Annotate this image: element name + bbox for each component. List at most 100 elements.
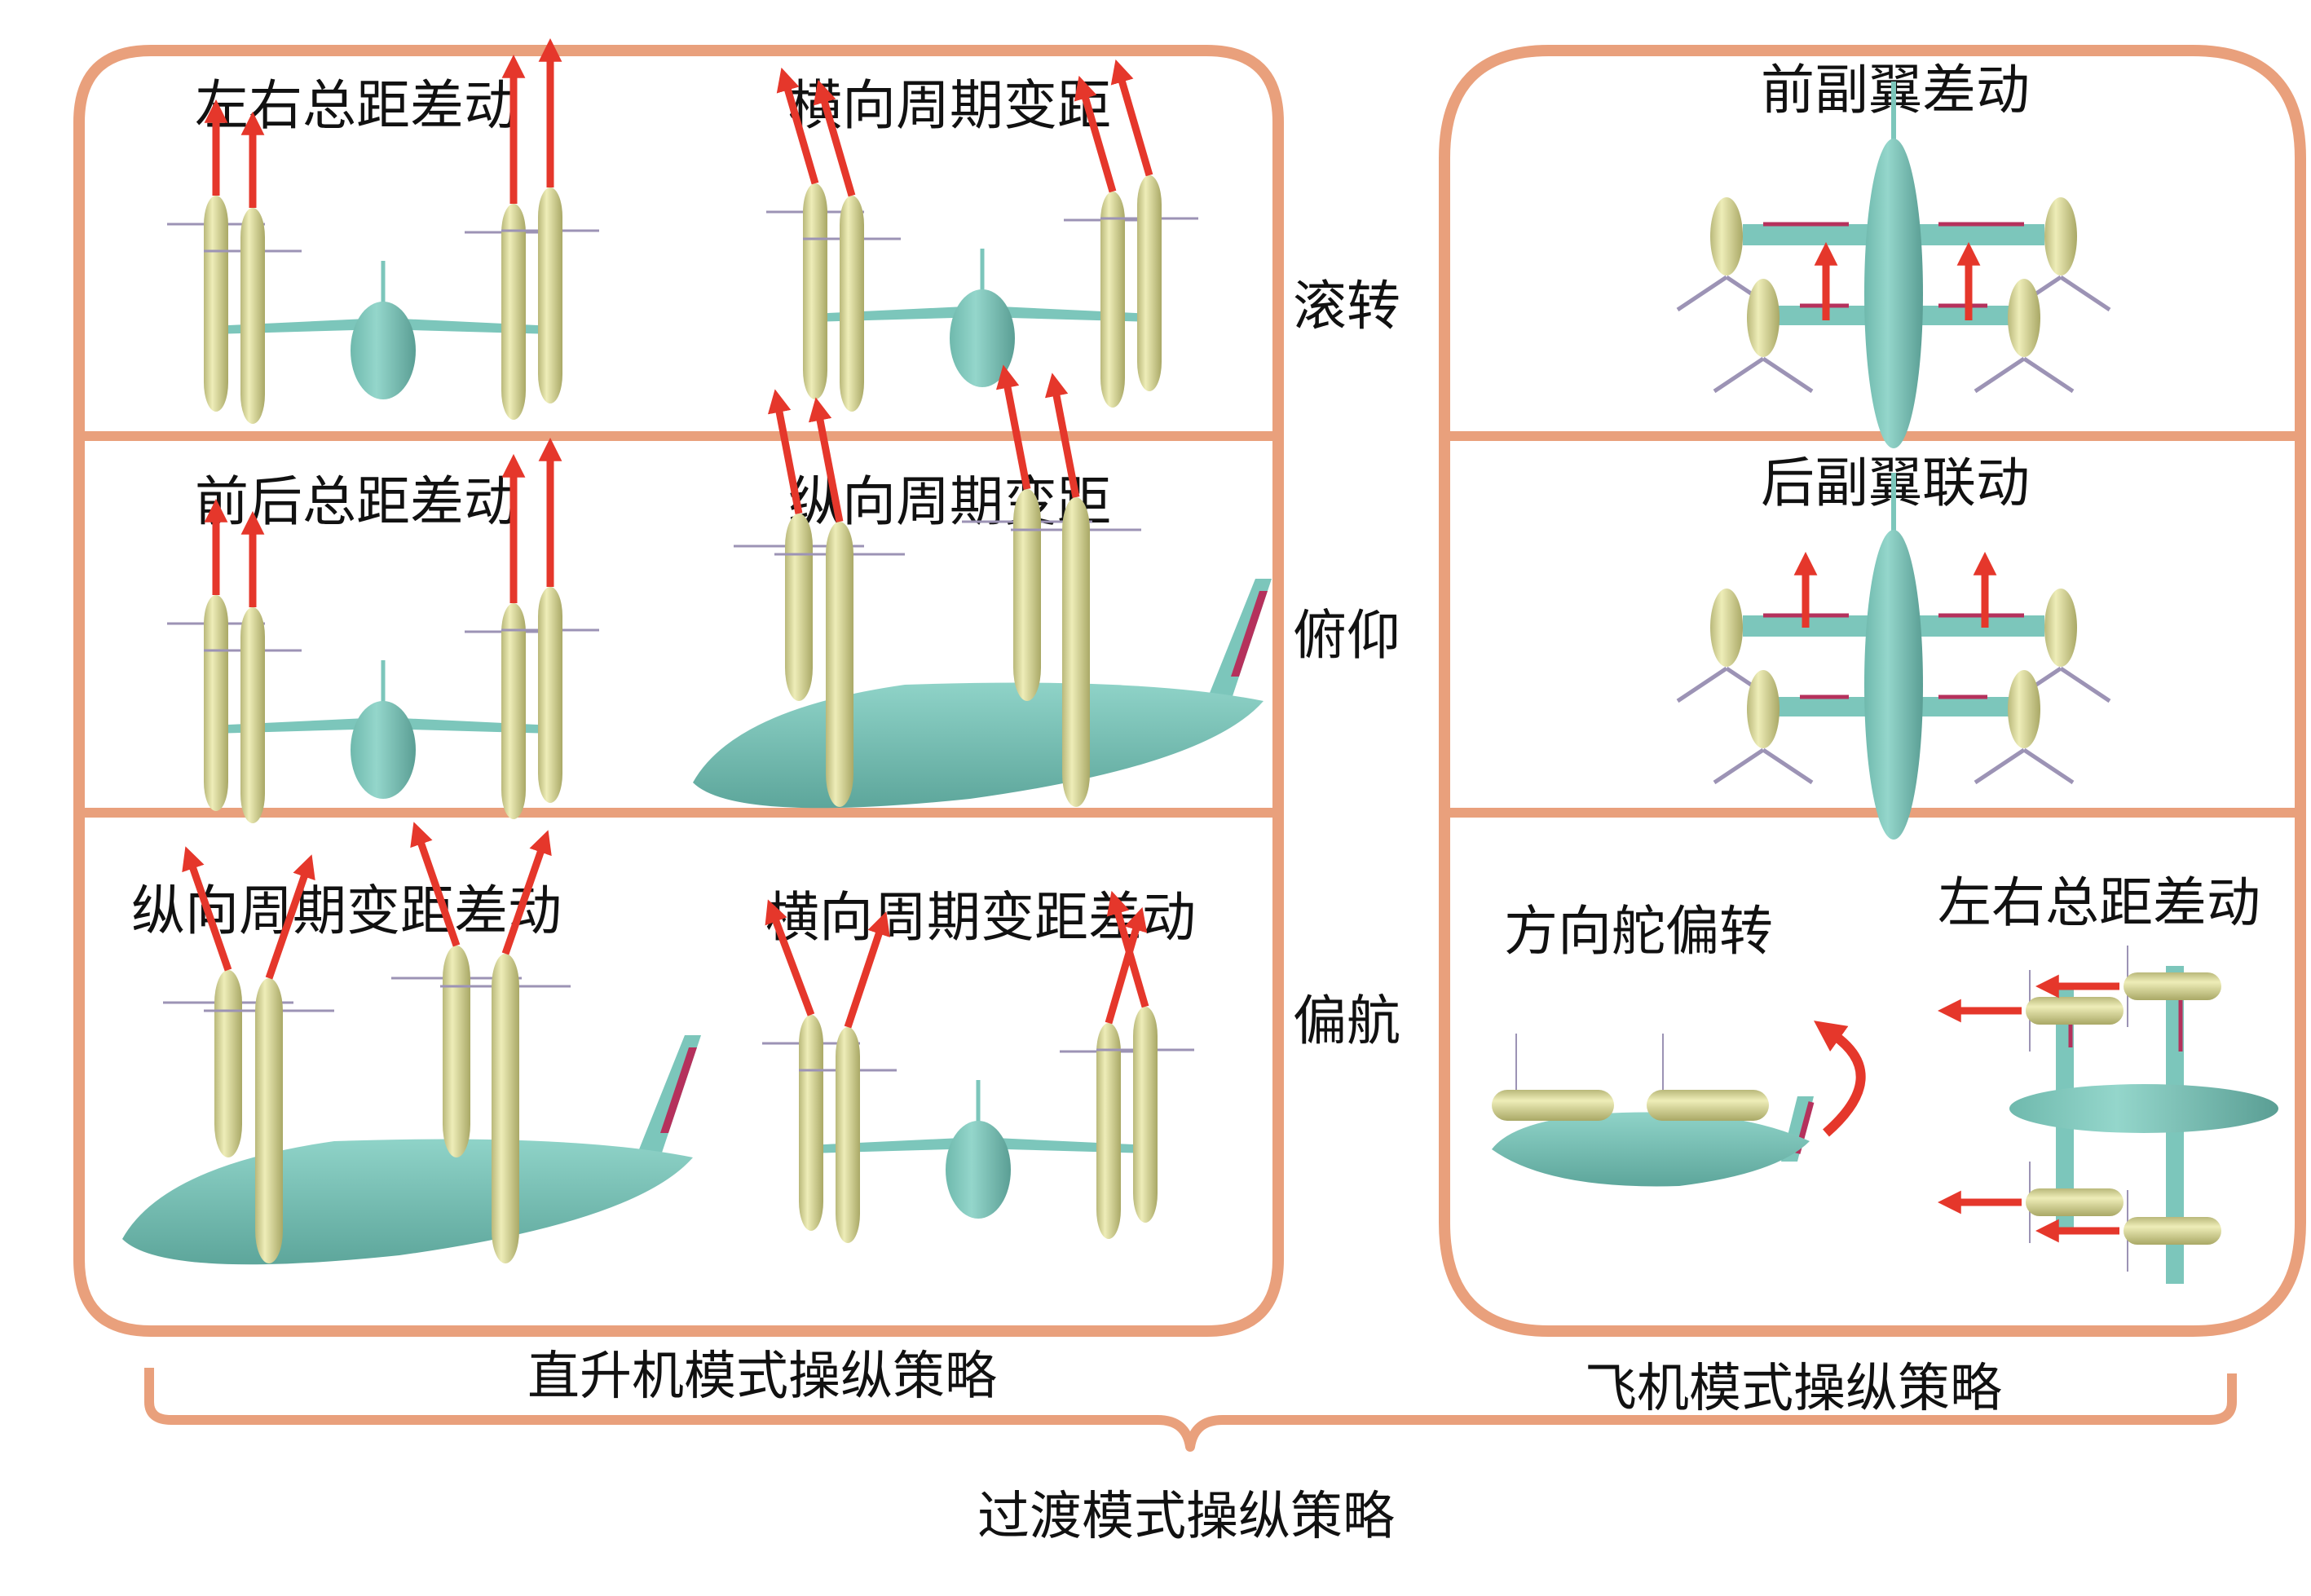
nacelle bbox=[240, 607, 265, 823]
airplane-mode-label: 飞机模式操纵策略 bbox=[1585, 1359, 2002, 1419]
nacelle bbox=[785, 514, 813, 701]
nacelle bbox=[1137, 175, 1162, 391]
caption-rudder-deflection: 方向舵偏转 bbox=[1504, 900, 1773, 963]
rotor-blade bbox=[1713, 356, 1765, 394]
nacelle bbox=[1747, 279, 1780, 357]
fuselage bbox=[2009, 1084, 2278, 1133]
illustration-side-view-longitudinal-cyclic-diff bbox=[122, 822, 701, 1265]
fuselage bbox=[122, 1139, 693, 1265]
thrust-arrow bbox=[1044, 373, 1080, 498]
nacelle bbox=[538, 587, 562, 803]
illustration-top-view-thrust-diff bbox=[1937, 946, 2278, 1284]
illustration-top-view-front-aileron bbox=[1676, 82, 2111, 448]
nacelle bbox=[2026, 997, 2124, 1025]
nacelle bbox=[1133, 1007, 1158, 1223]
nacelle bbox=[255, 978, 283, 1263]
thrust-arrow bbox=[1110, 59, 1153, 177]
rudder bbox=[1231, 591, 1268, 677]
nacelle bbox=[204, 196, 228, 412]
nacelle bbox=[1100, 192, 1125, 408]
nacelle bbox=[826, 522, 853, 807]
nacelle bbox=[1492, 1090, 1614, 1121]
rotor-blade bbox=[1974, 747, 2026, 785]
nacelle bbox=[1096, 1023, 1121, 1239]
caption-lateral-cyclic: 横向周期变距 bbox=[788, 74, 1111, 137]
rotor-blade bbox=[1762, 356, 1814, 394]
illustration-side-view-longitudinal-cyclic bbox=[693, 364, 1272, 809]
nacelle bbox=[1013, 489, 1041, 701]
thrust-arrow bbox=[1106, 890, 1149, 1008]
nacelle bbox=[1710, 197, 1743, 276]
nacelle bbox=[840, 196, 864, 412]
fuselage bbox=[950, 289, 1015, 387]
rotor-blade bbox=[1974, 356, 2026, 394]
nacelle bbox=[2008, 279, 2040, 357]
illustration-front-view-lateral-cyclic-diff bbox=[762, 890, 1194, 1243]
helicopter-mode-label: 直升机模式操纵策略 bbox=[527, 1347, 997, 1407]
thrust-arrow bbox=[995, 364, 1031, 490]
illustration-front-view-collective-diff bbox=[167, 37, 599, 424]
transition-bracket bbox=[144, 1368, 2237, 1452]
nacelle bbox=[2044, 197, 2077, 276]
fuselage bbox=[1864, 530, 1923, 840]
nacelle bbox=[2124, 972, 2221, 1000]
thrust-arrow bbox=[265, 854, 315, 980]
nacelle bbox=[214, 970, 242, 1157]
helicopter-mode-frame bbox=[73, 45, 1284, 1337]
thrust-arrow bbox=[182, 846, 232, 972]
nacelle bbox=[204, 595, 228, 811]
nacelle bbox=[2008, 670, 2040, 748]
rotor-blade bbox=[2022, 356, 2075, 394]
thrust-arrow bbox=[808, 397, 844, 522]
nacelle bbox=[803, 183, 827, 399]
illustration-side-view-rudder bbox=[1492, 1021, 1866, 1187]
nacelle bbox=[836, 1027, 860, 1243]
nacelle bbox=[240, 208, 265, 424]
rotor-blade bbox=[1676, 275, 1728, 312]
airplane-mode-frame bbox=[1439, 45, 2306, 1337]
nacelle bbox=[2124, 1217, 2221, 1245]
nacelle bbox=[2026, 1188, 2124, 1216]
nacelle bbox=[492, 954, 519, 1263]
nacelle bbox=[1062, 497, 1090, 807]
thrust-arrow bbox=[410, 822, 461, 947]
row-label-pitch: 俯仰 bbox=[1293, 604, 1400, 667]
fuselage bbox=[1864, 139, 1923, 448]
rotor-blade bbox=[2059, 275, 2111, 312]
fuselage bbox=[946, 1121, 1011, 1219]
fuselage bbox=[1492, 1112, 1810, 1187]
rotor-blade bbox=[1762, 747, 1814, 785]
rotor-blade bbox=[1713, 747, 1765, 785]
fuselage bbox=[351, 302, 416, 399]
nacelle bbox=[799, 1015, 823, 1231]
rotor-blade bbox=[1676, 666, 1728, 703]
thrust-arrow bbox=[501, 830, 552, 955]
illustration-top-view-rear-aileron bbox=[1676, 473, 2111, 840]
nacelle bbox=[1710, 589, 1743, 667]
thrust-arrow bbox=[765, 899, 815, 1016]
rudder bbox=[660, 1047, 697, 1133]
fuselage bbox=[693, 682, 1264, 809]
transition-mode-label: 过渡模式操纵策略 bbox=[977, 1487, 1395, 1547]
thrust-arrow bbox=[776, 67, 819, 185]
nacelle bbox=[538, 187, 562, 403]
caption-lateral-collective-diff: 左右总距差动 bbox=[195, 74, 518, 137]
nacelle bbox=[443, 946, 470, 1157]
thrust-arrow bbox=[813, 79, 856, 197]
row-label-roll: 滚转 bbox=[1293, 275, 1400, 337]
thrust-arrow bbox=[1074, 75, 1117, 193]
nacelle bbox=[1747, 670, 1780, 748]
fuselage bbox=[351, 701, 416, 799]
nacelle bbox=[1647, 1090, 1769, 1121]
nacelle bbox=[501, 204, 526, 420]
rotor-blade bbox=[2022, 747, 2075, 785]
illustration-front-view-lateral-cyclic bbox=[766, 59, 1198, 412]
caption-fore-aft-collective-diff: 前后总距差动 bbox=[195, 470, 518, 533]
row-label-yaw: 偏航 bbox=[1293, 990, 1400, 1052]
rotor-blade bbox=[2059, 666, 2111, 703]
thrust-arrow bbox=[767, 389, 803, 514]
thrust-arrow bbox=[844, 911, 890, 1029]
illustration-front-view-fore-aft-collective bbox=[167, 437, 599, 823]
caption-longitudinal-cyclic-diff: 纵向周期变距差动 bbox=[131, 880, 562, 942]
